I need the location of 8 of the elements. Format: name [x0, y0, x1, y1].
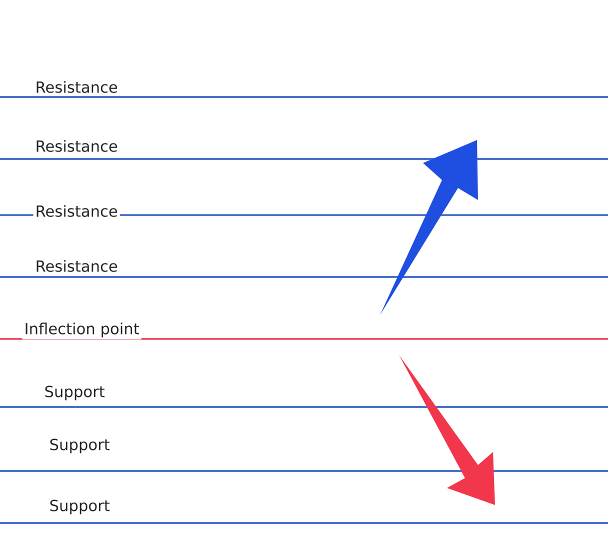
line-label: Resistance	[33, 203, 120, 219]
line-label: Support	[47, 436, 112, 456]
line-label: Inflection point	[22, 320, 142, 340]
line-label: Support	[42, 384, 107, 402]
line-label: Resistance	[33, 258, 120, 274]
line-label: Resistance	[33, 138, 120, 154]
line-label: Support	[47, 498, 112, 516]
line-label: Resistance	[33, 79, 120, 95]
